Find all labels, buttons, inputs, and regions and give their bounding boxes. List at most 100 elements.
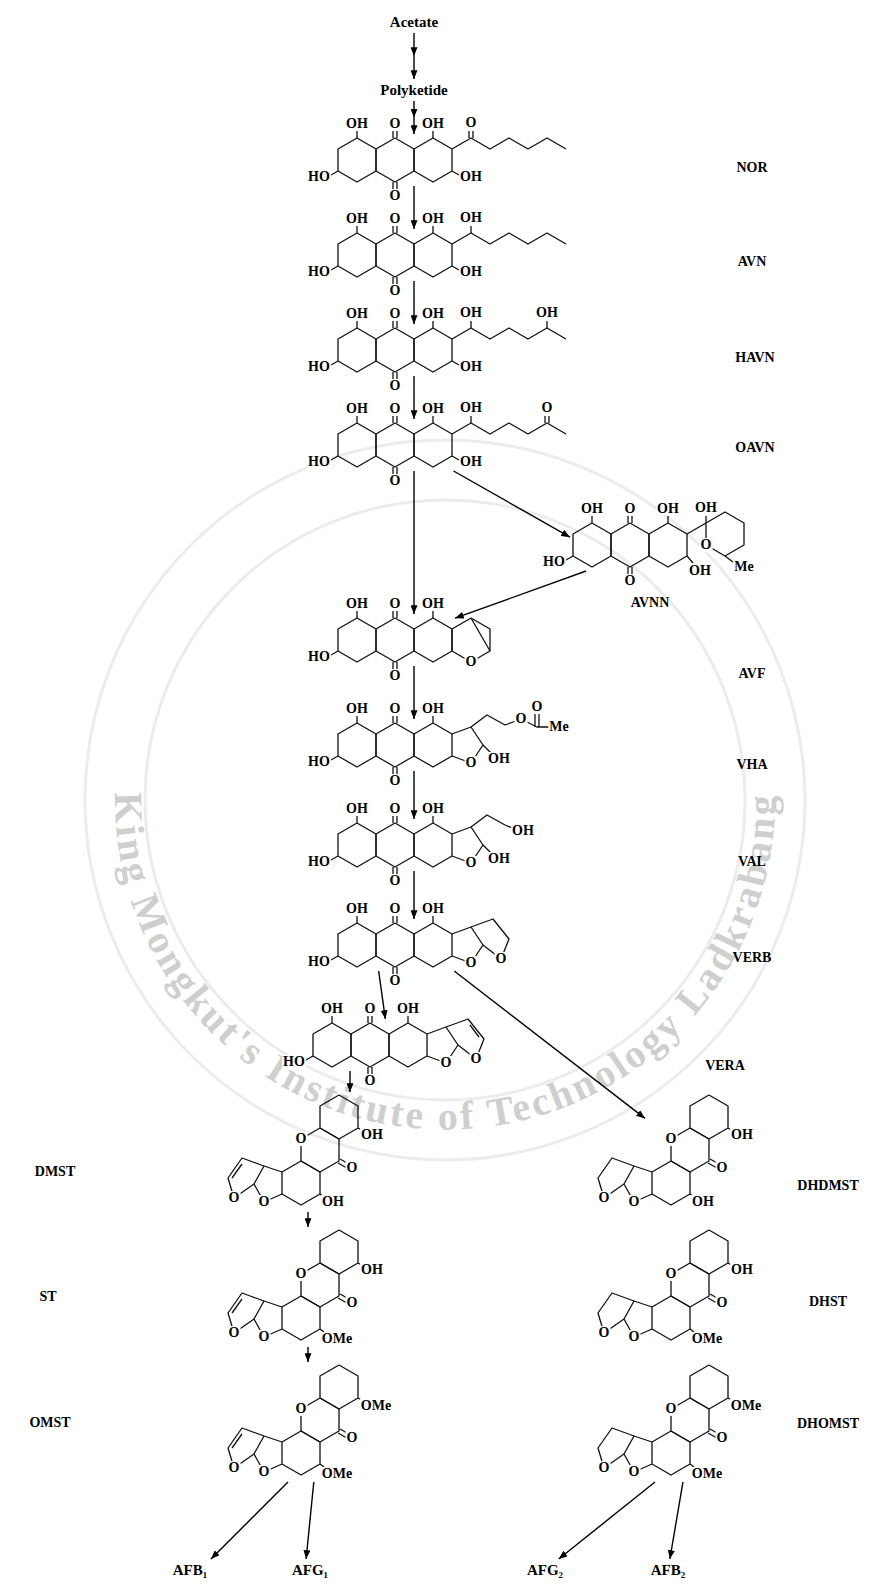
bond-line <box>392 662 393 669</box>
pathway-node: AFB₁ <box>169 1559 212 1581</box>
atom-label: OH <box>345 402 369 416</box>
bond-line <box>376 723 414 767</box>
bond-line <box>649 523 687 567</box>
bond-line <box>356 416 357 423</box>
atom-label: O <box>389 307 402 321</box>
node-text: Polyketide <box>380 82 448 98</box>
atom-label: O <box>389 974 402 988</box>
bond-line <box>356 131 357 138</box>
compound-node: ST <box>275 1227 365 1347</box>
bond-line <box>690 1230 728 1274</box>
bond-line <box>396 867 397 874</box>
atom-label: O <box>346 1161 359 1175</box>
bond-line <box>414 423 452 467</box>
atom-label: O <box>346 1296 359 1310</box>
atom-label: O <box>389 874 402 888</box>
atom-label: O <box>470 1052 483 1066</box>
bond-line <box>356 816 357 823</box>
bond-line <box>396 816 397 823</box>
bond-line <box>392 467 393 474</box>
bond-line <box>396 416 397 423</box>
atom-label: O <box>665 1402 678 1416</box>
bond-line <box>376 328 414 372</box>
atom-label: O <box>716 1296 729 1310</box>
atom-label: Me <box>548 720 569 734</box>
bond-line <box>338 723 376 767</box>
structure-drawing <box>331 416 566 474</box>
reaction-arrow <box>306 1482 314 1559</box>
bond-line <box>452 233 566 244</box>
bond-line <box>282 1161 320 1205</box>
atom-label: HO <box>307 855 331 869</box>
bond-line <box>331 756 338 760</box>
bond-line <box>652 1161 690 1205</box>
atom-label: OMe <box>321 1332 353 1346</box>
atom-label: O <box>295 1132 308 1146</box>
atom-label: OH <box>511 824 535 838</box>
bond-line <box>396 182 397 189</box>
bond-line <box>396 767 397 774</box>
atom-label: OH <box>396 1002 420 1016</box>
bond-line <box>396 372 397 379</box>
reaction-arrow <box>454 971 645 1118</box>
compound-name: OMST <box>29 1416 70 1430</box>
compound-name: OAVN <box>735 441 774 455</box>
atom-label: O <box>465 756 478 770</box>
compound-name: AVNN <box>631 596 670 610</box>
atom-label: O <box>624 574 637 588</box>
bond-line <box>371 1016 372 1023</box>
bond-line <box>452 328 566 339</box>
atom-label: OMe <box>691 1467 723 1481</box>
atom-label: HO <box>307 955 331 969</box>
atom-label: OH <box>459 306 483 320</box>
compound-node: HAVN <box>335 324 455 376</box>
bond-line <box>396 662 397 669</box>
atom-label: O <box>665 1132 678 1146</box>
bond-line <box>392 131 393 138</box>
bond-line <box>432 716 433 723</box>
bond-line <box>631 516 632 523</box>
structure-drawing <box>331 226 566 284</box>
pathway-node: AFG₁ <box>288 1559 332 1581</box>
pathway-node: AFG₂ <box>523 1559 567 1581</box>
atom-label: O <box>628 1195 641 1209</box>
reaction-arrow <box>413 376 414 419</box>
atom-label: Me <box>733 560 754 574</box>
atom-label: O <box>628 1330 641 1344</box>
atom-label: O <box>440 1056 453 1070</box>
bond-line <box>392 416 393 423</box>
compound-name: DHOMST <box>797 1417 859 1431</box>
bond-line <box>376 423 414 467</box>
atom-label: O <box>258 1195 271 1209</box>
compound-name: VERB <box>733 951 772 965</box>
compound-name: VERA <box>705 1059 745 1073</box>
reaction-arrow <box>413 871 414 919</box>
atom-label: OH <box>421 702 445 716</box>
bond-line <box>392 916 393 923</box>
reaction-arrow <box>670 1482 683 1559</box>
bond-line <box>470 226 471 233</box>
compound-node: OAVN <box>335 419 455 471</box>
atom-label: OMe <box>691 1332 723 1346</box>
bond-line <box>470 416 471 423</box>
bond-line <box>432 416 433 423</box>
node-text: AFG₁ <box>292 1562 328 1578</box>
bond-line <box>392 372 393 379</box>
bond-line <box>652 1431 690 1475</box>
bond-line <box>392 182 393 189</box>
atom-label: OH <box>691 1195 715 1209</box>
atom-label: OH <box>345 117 369 131</box>
atom-label: OH <box>421 307 445 321</box>
bond-line <box>392 967 393 974</box>
reaction-arrow <box>413 771 414 819</box>
compound-name: AVF <box>739 667 766 681</box>
compound-node: DHDMST <box>645 1092 735 1212</box>
structure-drawing <box>331 916 509 974</box>
atom-label: OH <box>459 211 483 225</box>
atom-label: OH <box>459 265 483 279</box>
reaction-arrow <box>413 666 414 719</box>
bond-line <box>396 611 397 618</box>
bond-line <box>306 1056 313 1060</box>
bond-line <box>376 138 414 182</box>
bond-line <box>376 618 414 662</box>
